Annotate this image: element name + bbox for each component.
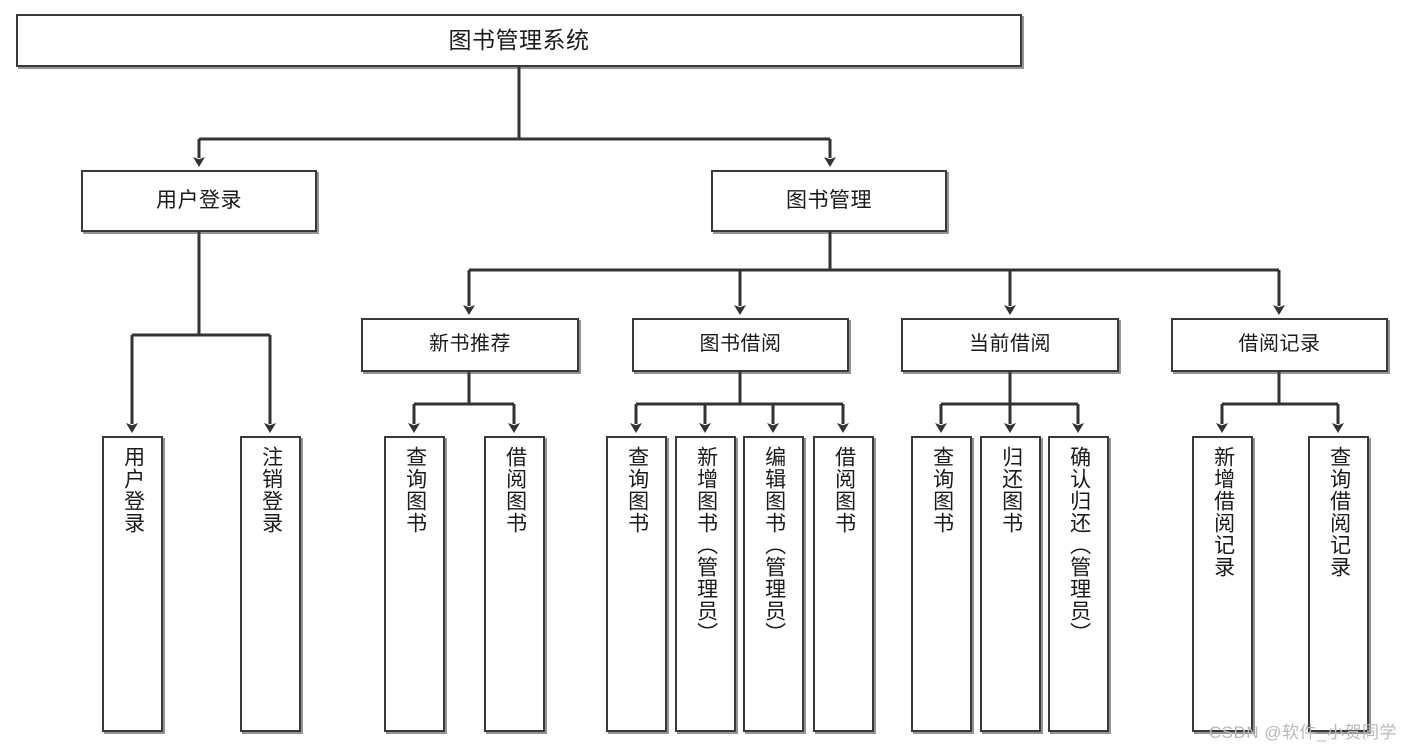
node-label: 用户登录	[156, 188, 242, 212]
node-label: 查询图书	[930, 446, 954, 534]
node-current-borrow[interactable]: 当前借阅	[901, 318, 1119, 372]
node-label: 注销登录	[259, 446, 283, 534]
node-label: 图书管理系统	[448, 26, 590, 53]
node-root-system[interactable]: 图书管理系统	[16, 14, 1022, 67]
node-label: 编辑图书（管理员）	[762, 446, 786, 644]
node-label: 确认归还（管理员）	[1067, 446, 1091, 644]
leaf-add-borrow-record[interactable]: 新增借阅记录	[1192, 436, 1253, 732]
node-label: 新增图书（管理员）	[694, 446, 718, 644]
node-new-book-recommend[interactable]: 新书推荐	[361, 318, 579, 372]
node-label: 当前借阅	[969, 333, 1051, 356]
node-label: 新书推荐	[429, 333, 511, 356]
node-borrow-record[interactable]: 借阅记录	[1171, 318, 1388, 372]
leaf-query-book-current[interactable]: 查询图书	[911, 436, 972, 732]
leaf-query-borrow-record[interactable]: 查询借阅记录	[1308, 436, 1369, 732]
node-label: 借阅图书	[503, 446, 527, 534]
leaf-confirm-return-admin[interactable]: 确认归还（管理员）	[1048, 436, 1109, 732]
leaf-borrow-book-recommend[interactable]: 借阅图书	[484, 436, 545, 732]
node-label: 归还图书	[999, 446, 1023, 534]
leaf-borrow-book-borrow[interactable]: 借阅图书	[813, 436, 874, 732]
node-user-login[interactable]: 用户登录	[81, 170, 317, 232]
leaf-query-book-recommend[interactable]: 查询图书	[384, 436, 445, 732]
node-book-management[interactable]: 图书管理	[711, 170, 947, 232]
leaf-query-book-borrow[interactable]: 查询图书	[606, 436, 667, 732]
leaf-return-book[interactable]: 归还图书	[980, 436, 1041, 732]
node-book-borrow[interactable]: 图书借阅	[632, 318, 849, 372]
node-label: 查询图书	[625, 446, 649, 534]
leaf-user-login[interactable]: 用户登录	[102, 436, 163, 732]
watermark: CSDN @软件_小贺同学	[1208, 723, 1397, 742]
node-label: 借阅记录	[1238, 333, 1321, 356]
node-label: 查询图书	[403, 446, 427, 534]
node-label: 查询借阅记录	[1327, 446, 1351, 578]
node-label: 新增借阅记录	[1211, 446, 1235, 578]
node-label: 图书管理	[786, 188, 872, 212]
node-label: 借阅图书	[832, 446, 856, 534]
node-label: 用户登录	[121, 446, 145, 534]
leaf-edit-book-admin[interactable]: 编辑图书（管理员）	[743, 436, 804, 732]
leaf-add-book-admin[interactable]: 新增图书（管理员）	[675, 436, 736, 732]
leaf-logout-login[interactable]: 注销登录	[240, 436, 301, 732]
node-label: 图书借阅	[699, 333, 782, 356]
